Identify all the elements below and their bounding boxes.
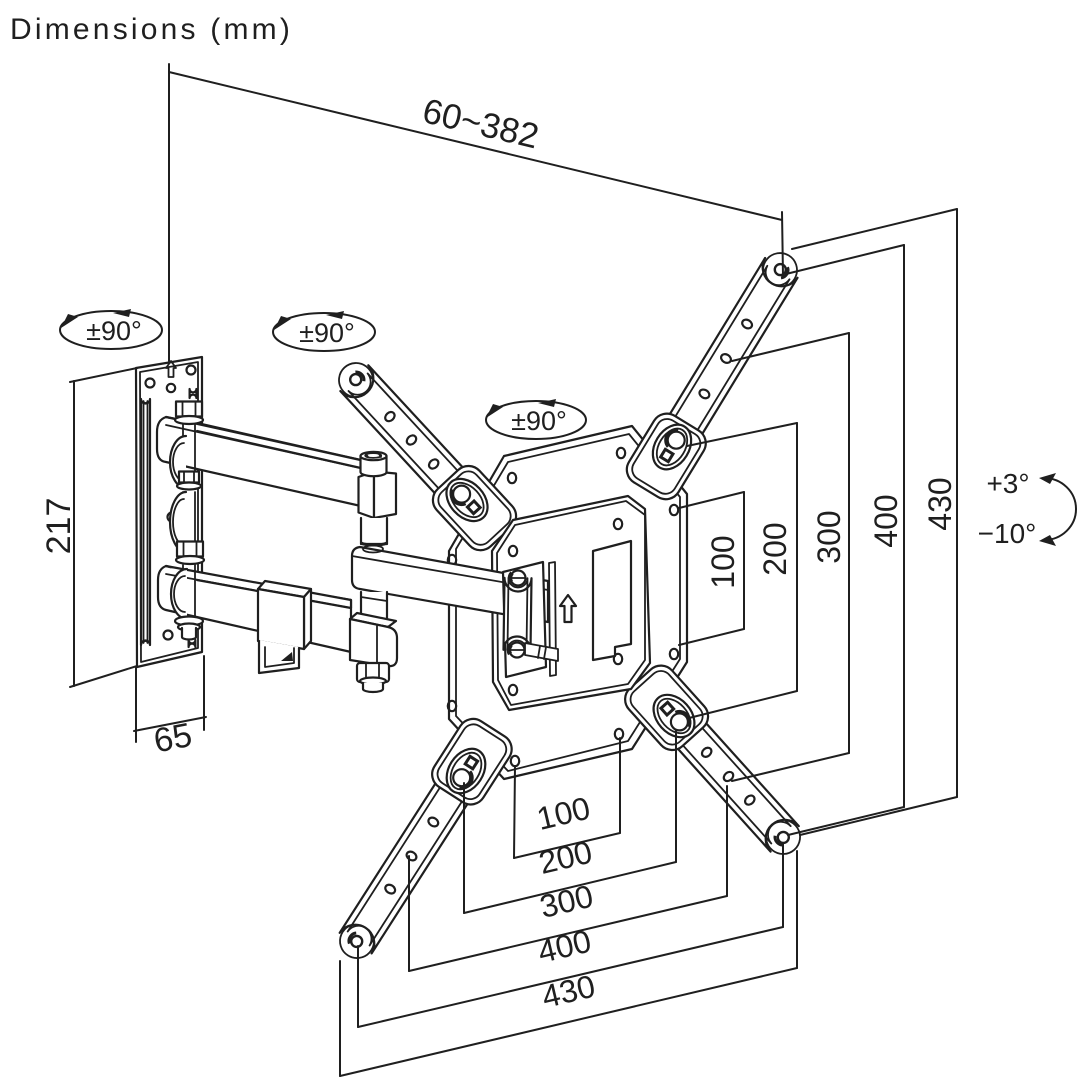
- svg-text:±90°: ±90°: [511, 406, 567, 436]
- svg-text:65: 65: [151, 716, 195, 761]
- svg-text:±90°: ±90°: [86, 316, 142, 346]
- svg-text:200: 200: [757, 522, 793, 575]
- svg-text:217: 217: [40, 498, 78, 555]
- svg-text:100: 100: [705, 535, 741, 588]
- svg-text:400: 400: [868, 494, 904, 547]
- svg-text:300: 300: [811, 510, 847, 563]
- svg-text:430: 430: [922, 477, 958, 530]
- svg-text:Dimensions (mm): Dimensions (mm): [10, 13, 293, 46]
- svg-text:±90°: ±90°: [299, 318, 355, 348]
- svg-text:+3°: +3°: [986, 468, 1029, 499]
- svg-text:−10°: −10°: [978, 518, 1037, 549]
